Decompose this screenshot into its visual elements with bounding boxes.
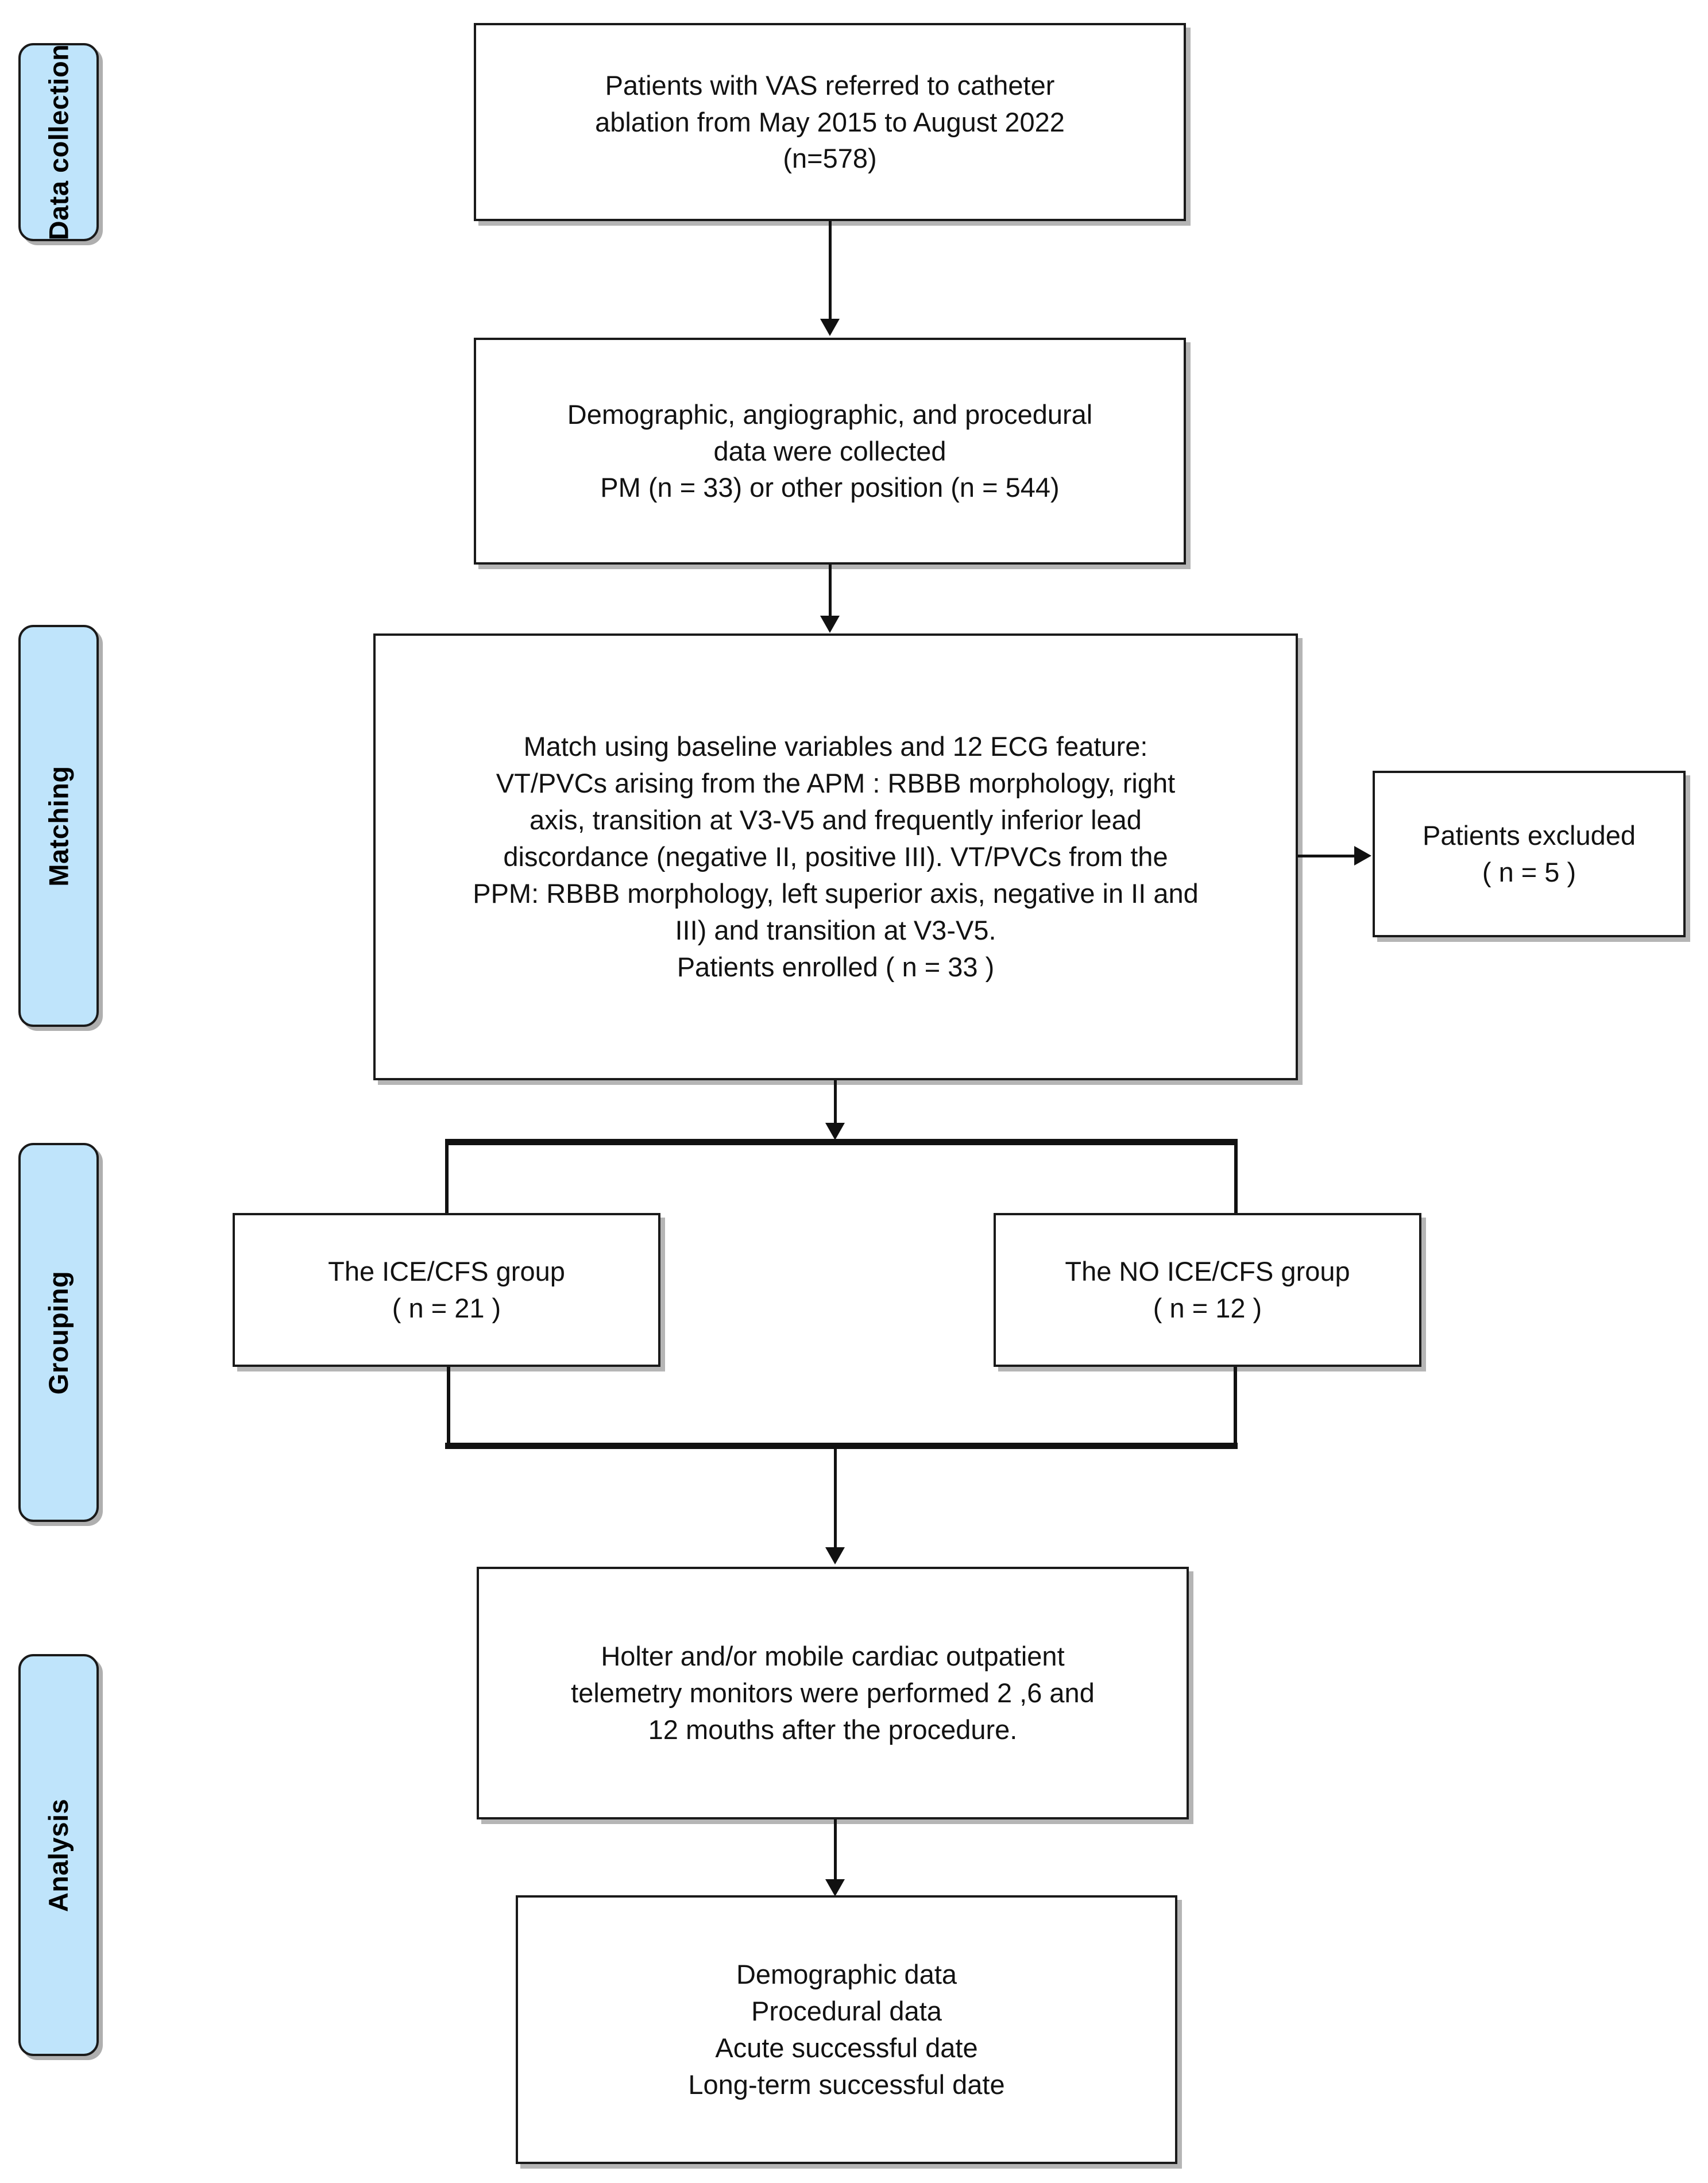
merge-leg-right	[1234, 1367, 1237, 1445]
node-patients-excluded: Patients excluded ( n = 5 )	[1373, 771, 1686, 937]
arrow-head-icon	[825, 1547, 845, 1564]
connector-merge-to-followup	[834, 1447, 837, 1551]
arrow-head-icon	[1354, 846, 1371, 866]
stage-tab-label: Analysis	[43, 1798, 74, 1912]
merge-leg-left	[447, 1367, 450, 1445]
node-data-collected: Demographic, angiographic, and procedura…	[474, 338, 1186, 565]
node-matching: Match using baseline variables and 12 EC…	[373, 633, 1298, 1080]
stage-tab-label: Matching	[43, 765, 74, 887]
connector-datacollected-to-matching	[829, 565, 832, 617]
stage-tab-data-collection: Data collection	[18, 43, 99, 241]
node-followup-monitoring: Holter and/or mobile cardiac outpatient …	[477, 1567, 1189, 1819]
node-enrollment-text: Patients with VAS referred to catheter a…	[595, 69, 1065, 174]
stage-tab-matching: Matching	[18, 625, 99, 1027]
node-patients-excluded-text: Patients excluded ( n = 5 )	[1422, 820, 1636, 887]
node-enrollment: Patients with VAS referred to catheter a…	[474, 23, 1186, 221]
arrow-head-icon	[820, 616, 840, 633]
node-outcomes: Demographic data Procedural data Acute s…	[516, 1895, 1177, 2164]
node-data-collected-text: Demographic, angiographic, and procedura…	[567, 399, 1093, 503]
split-leg-left	[445, 1139, 449, 1215]
node-group-ice-cfs: The ICE/CFS group ( n = 21 )	[233, 1213, 660, 1367]
node-outcomes-text: Demographic data Procedural data Acute s…	[688, 1959, 1005, 2100]
stage-tab-grouping: Grouping	[18, 1143, 99, 1522]
connector-enrollment-to-datacollected	[829, 221, 832, 322]
node-group-no-ice-cfs: The NO ICE/CFS group ( n = 12 )	[994, 1213, 1421, 1367]
node-followup-monitoring-text: Holter and/or mobile cardiac outpatient …	[571, 1641, 1095, 1745]
connector-followup-to-outcomes	[834, 1819, 837, 1883]
node-group-ice-cfs-text: The ICE/CFS group ( n = 21 )	[328, 1256, 565, 1323]
split-bar	[445, 1139, 1238, 1145]
arrow-head-icon	[820, 319, 840, 336]
node-matching-text: Match using baseline variables and 12 EC…	[473, 731, 1199, 982]
arrow-head-icon	[825, 1123, 845, 1140]
stage-tab-label: Grouping	[43, 1270, 74, 1394]
connector-matching-to-split	[834, 1080, 837, 1126]
merge-bar	[445, 1443, 1238, 1449]
arrow-head-icon	[825, 1879, 845, 1896]
connector-matching-to-excluded	[1298, 855, 1358, 857]
stage-tab-label: Data collection	[43, 44, 74, 241]
node-group-no-ice-cfs-text: The NO ICE/CFS group ( n = 12 )	[1065, 1256, 1350, 1323]
split-leg-right	[1234, 1139, 1238, 1215]
stage-tab-analysis: Analysis	[18, 1654, 99, 2056]
